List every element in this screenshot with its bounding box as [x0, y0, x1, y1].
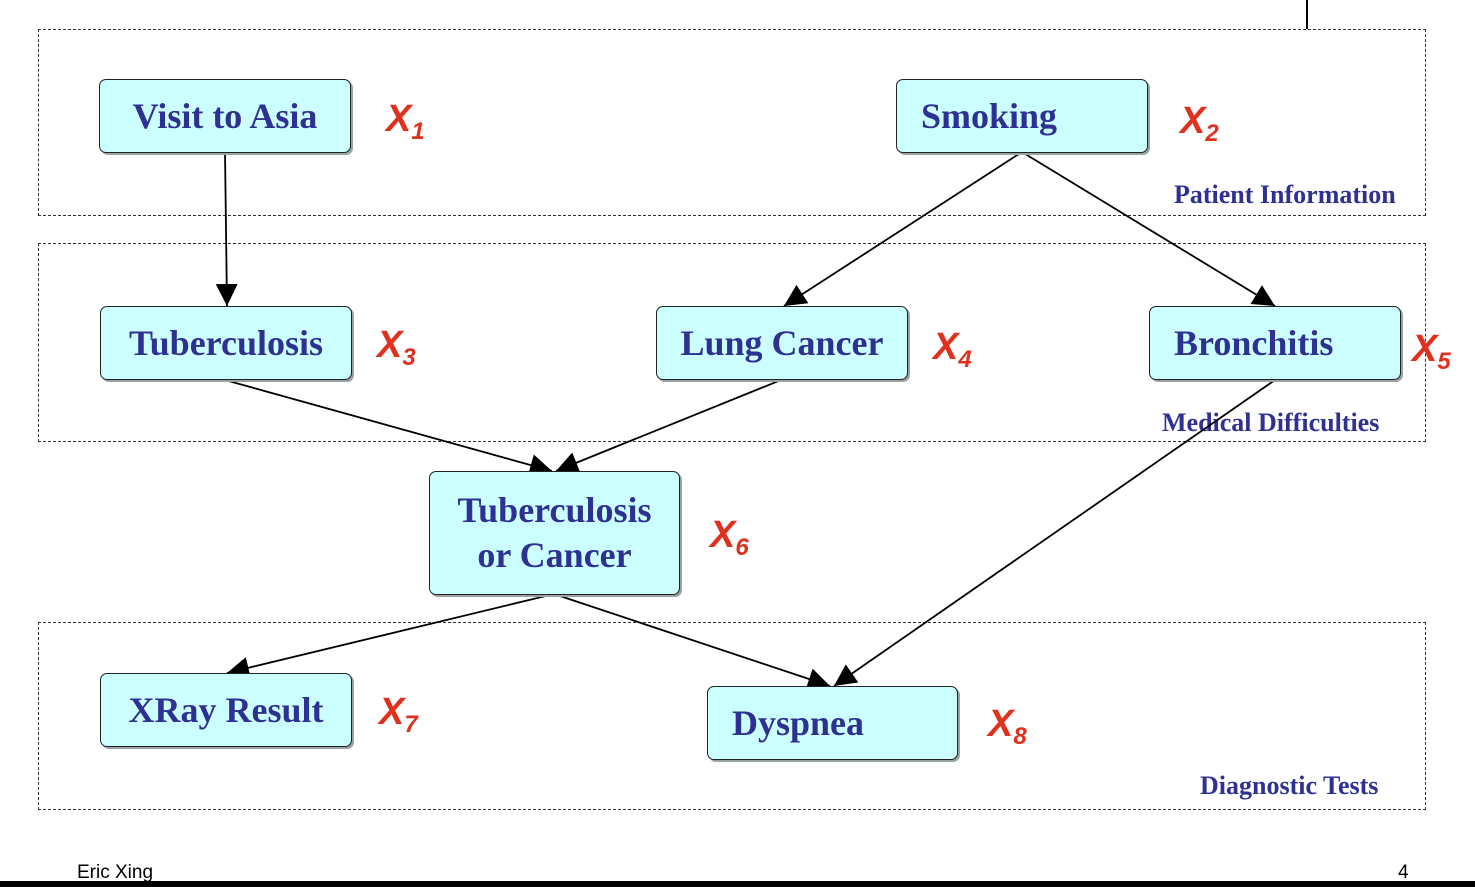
medical-difficulties-label: Medical Difficulties — [1162, 408, 1380, 437]
smoking-label: Smoking — [921, 95, 1058, 136]
variable-x5: X5 — [1412, 328, 1451, 376]
tuberculosis-node: Tuberculosis — [100, 306, 352, 380]
variable-x2-base: X — [1180, 100, 1206, 142]
variable-x8: X8 — [988, 703, 1027, 751]
xray-result-node: XRay Result — [100, 673, 352, 747]
variable-x5-base: X — [1412, 328, 1438, 370]
edge-smoking-to-bronchitis — [1021, 151, 1276, 307]
diagnostic-tests-label: Diagnostic Tests — [1200, 771, 1379, 800]
variable-x1-subscript: 1 — [411, 118, 425, 145]
variable-x1: X1 — [386, 98, 425, 146]
variable-x7-subscript: 7 — [404, 711, 418, 738]
variable-x2: X2 — [1180, 100, 1219, 148]
variable-x2-subscript: 2 — [1205, 120, 1219, 147]
tb-or-cancer-label-line2: or Cancer — [477, 535, 632, 575]
variable-x7-base: X — [379, 691, 405, 733]
variable-x4-subscript: 4 — [958, 346, 972, 373]
variable-x6: X6 — [710, 514, 749, 562]
edge-visit-to-tuberculosis — [215, 151, 238, 307]
variable-x4: X4 — [933, 326, 972, 374]
bronchitis-node: Bronchitis — [1149, 306, 1401, 380]
variable-x1-base: X — [386, 98, 412, 140]
top-corner-line — [1306, 0, 1308, 29]
visit-to-asia-node: Visit to Asia — [99, 79, 351, 153]
variable-x3-base: X — [377, 324, 403, 366]
edge-tb-or-cancer-to-dyspnea — [553, 593, 831, 690]
tb-or-cancer-label-line1: Tuberculosis — [457, 490, 652, 530]
variable-x6-base: X — [710, 514, 736, 556]
variable-x8-base: X — [988, 703, 1014, 745]
edge-smoking-to-lung-cancer — [783, 151, 1023, 307]
variable-x8-subscript: 8 — [1013, 723, 1027, 750]
bronchitis-label: Bronchitis — [1174, 322, 1334, 363]
edge-tuberculosis-to-tb-or-cancer — [224, 379, 553, 476]
smoking-node: Smoking — [896, 79, 1148, 153]
patient-information-label: Patient Information — [1174, 180, 1396, 209]
variable-x4-base: X — [933, 326, 959, 368]
visit-to-asia-label: Visit to Asia — [132, 95, 318, 136]
edge-lung-cancer-to-tb-or-cancer — [555, 379, 782, 473]
diagnostic-tests-region — [38, 622, 1426, 810]
variable-x7: X7 — [379, 691, 418, 739]
footer-rule — [0, 881, 1475, 887]
variable-x6-subscript: 6 — [735, 534, 749, 561]
patient-information-region — [38, 29, 1426, 216]
dyspnea-node: Dyspnea — [707, 686, 958, 760]
tuberculosis-label: Tuberculosis — [128, 322, 324, 363]
footer-page-number: 4 — [1398, 862, 1409, 883]
variable-x3: X3 — [377, 324, 416, 372]
medical-difficulties-region — [38, 243, 1426, 442]
variable-x5-subscript: 5 — [1437, 348, 1451, 375]
edge-bronchitis-to-dyspnea — [833, 379, 1276, 687]
tb-or-cancer-node: Tuberculosis or Cancer — [429, 471, 680, 595]
lung-cancer-label: Lung Cancer — [680, 322, 884, 363]
edge-tb-or-cancer-to-xray — [226, 593, 555, 679]
xray-result-label: XRay Result — [128, 689, 324, 730]
lung-cancer-node: Lung Cancer — [656, 306, 908, 380]
dyspnea-label: Dyspnea — [732, 702, 865, 743]
variable-x3-subscript: 3 — [402, 344, 416, 371]
footer-author: Eric Xing — [77, 862, 154, 883]
